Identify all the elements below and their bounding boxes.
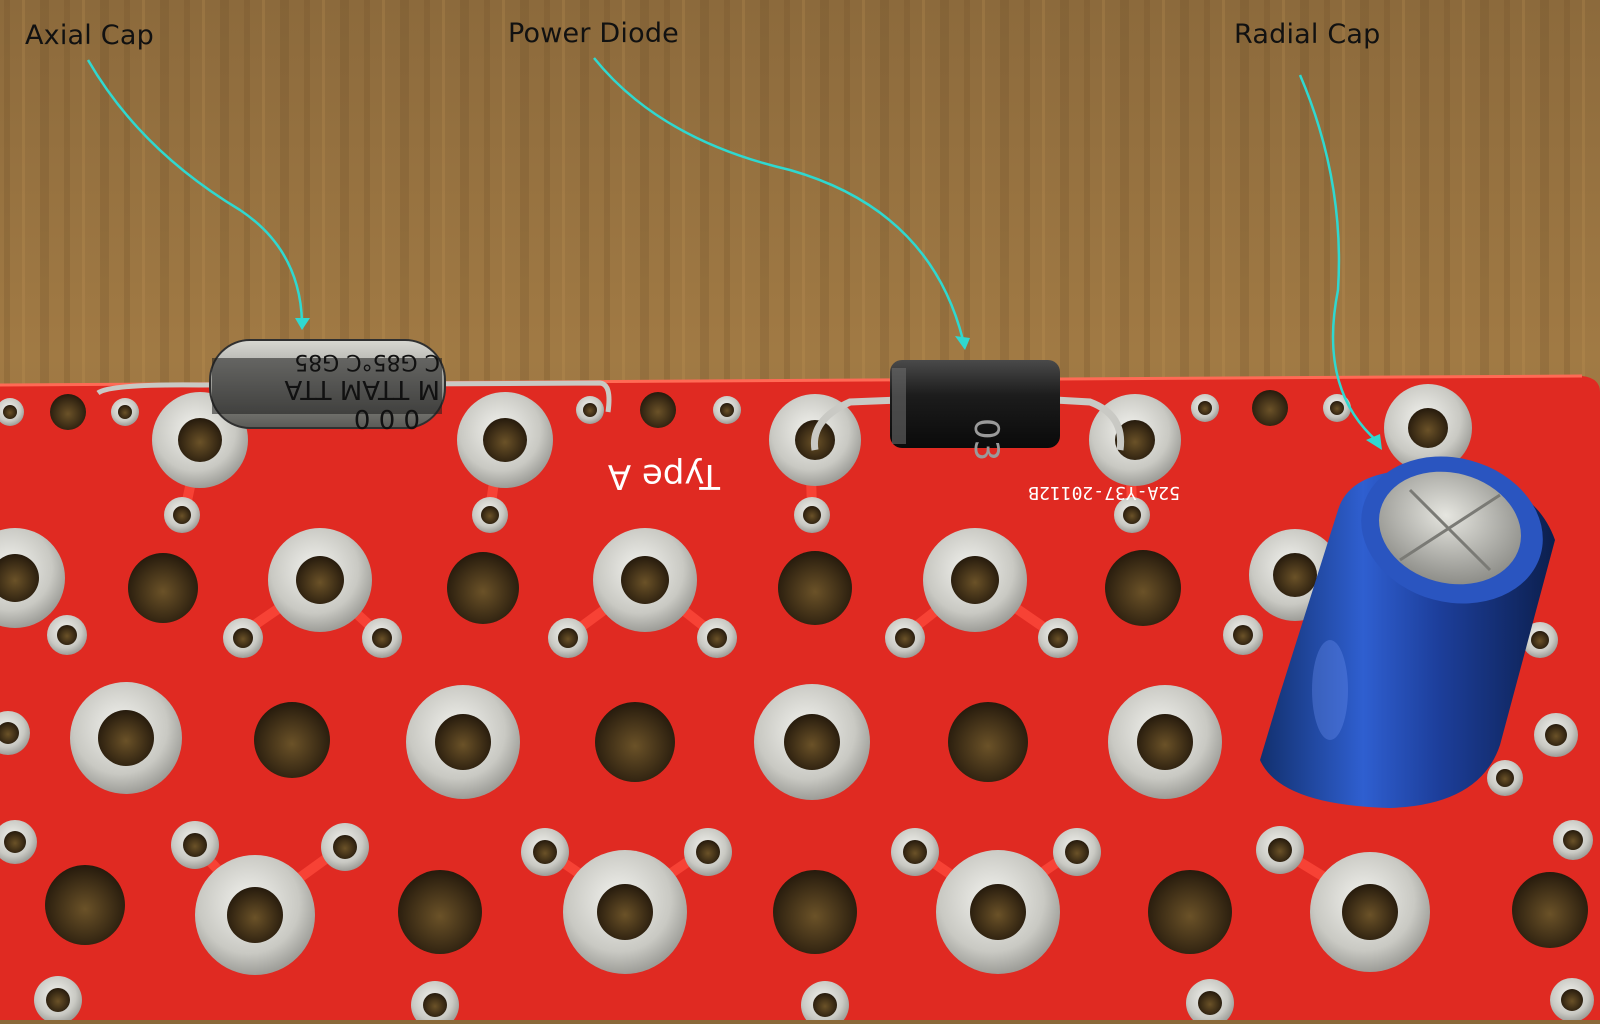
via-row-1 bbox=[164, 497, 1150, 533]
pad-row-6 bbox=[34, 976, 1594, 1024]
radial-cap-label: Radial Cap bbox=[1234, 19, 1381, 50]
axial-cap-label: Axial Cap bbox=[25, 20, 154, 51]
axial-cap-marking-3: 0 0 0 bbox=[354, 403, 420, 433]
top-row-holes bbox=[0, 390, 1351, 430]
pad-row-3 bbox=[0, 682, 1578, 800]
diode-marking: 03 bbox=[966, 418, 1006, 461]
power-diode-arrow bbox=[593, 57, 965, 341]
axial-cap-arrow bbox=[86, 59, 304, 323]
radial-capacitor bbox=[1260, 456, 1555, 808]
pad-row-2 bbox=[0, 528, 1341, 632]
via-row-2 bbox=[47, 615, 1558, 658]
callout-arrows bbox=[86, 57, 1379, 443]
via-row-4 bbox=[0, 820, 1593, 876]
radial-cap-arrow bbox=[1298, 74, 1379, 443]
board-part-code: 52A-Y37-20112B bbox=[1028, 482, 1180, 503]
pad-row-5 bbox=[45, 850, 1588, 975]
power-diode-label: Power Diode bbox=[508, 18, 679, 49]
board-silkscreen: Type A bbox=[608, 456, 721, 496]
axial-cap-marking-1: C G85°C G85 bbox=[294, 349, 440, 374]
power-diode: 03 bbox=[810, 360, 1125, 461]
callout-arrowheads bbox=[295, 318, 1382, 450]
axial-cap-marking-2: M TTAM TTA bbox=[284, 374, 440, 404]
axial-capacitor: C G85°C G85 M TTAM TTA 0 0 0 bbox=[96, 339, 612, 433]
